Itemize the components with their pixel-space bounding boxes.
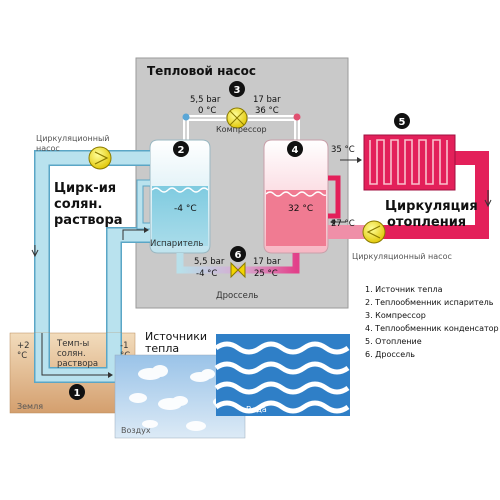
heating-pump-label: Циркуляционный насос bbox=[352, 252, 452, 261]
evaporator-temp-top: 0 °C bbox=[198, 106, 216, 116]
marker-6: 6 bbox=[230, 246, 246, 262]
brine-pump-label-line1: Циркуляционный bbox=[36, 134, 110, 143]
water-label: Вода bbox=[246, 405, 267, 414]
evaporator-pressure-bottom: 5,5 bar bbox=[194, 257, 225, 267]
condenser-pressure-bottom: 17 bar bbox=[253, 257, 281, 267]
heating-return-temp: 27 °C bbox=[331, 219, 355, 229]
evaporator-liquid bbox=[152, 186, 208, 246]
heating-loop-label-line2: отопления bbox=[387, 215, 466, 230]
evaporator-pressure-top: 5,5 bar bbox=[190, 95, 221, 105]
evaporator-temp: -4 °C bbox=[174, 204, 197, 214]
brine-loop-label-line2: солян. bbox=[54, 197, 102, 212]
compressor-label: Компрессор bbox=[216, 125, 267, 134]
condenser-liquid-surface bbox=[265, 191, 327, 197]
brine-flow-arrow-line bbox=[122, 229, 145, 240]
ground-brine-label-line2: солян. bbox=[57, 349, 86, 359]
compressor bbox=[226, 107, 248, 129]
brine-loop-label-line3: раствора bbox=[54, 213, 123, 228]
brine-flow-down-arrow bbox=[31, 245, 39, 258]
legend: 1. Источник тепла 2. Теплообменник испар… bbox=[365, 285, 499, 359]
brine-loop-label-line1: Цирк-ия bbox=[54, 181, 116, 196]
heating-flow-down-arrow bbox=[484, 190, 492, 208]
svg-text:5: 5 bbox=[399, 117, 406, 128]
legend-item-3: 3. Компрессор bbox=[365, 311, 426, 320]
throttle-valve-icon bbox=[230, 261, 246, 279]
svg-text:3: 3 bbox=[234, 85, 241, 96]
legend-item-5: 5. Отопление bbox=[365, 337, 422, 346]
marker-5: 5 bbox=[394, 113, 410, 129]
svg-text:6: 6 bbox=[235, 250, 242, 261]
legend-item-2: 2. Теплообменник испаритель bbox=[365, 298, 494, 307]
legend-item-1: 1. Источник тепла bbox=[365, 285, 443, 294]
brine-circulation-pump-icon bbox=[88, 146, 112, 170]
evaporator-label: Испаритель bbox=[150, 239, 203, 249]
heating-return-arrowhead bbox=[330, 219, 335, 225]
condenser-temp-top: 36 °C bbox=[255, 106, 279, 116]
condenser-temp-bottom: 25 °C bbox=[254, 269, 278, 279]
heat-sources-title-line1: Источники bbox=[145, 330, 207, 343]
ground-temp-right-line1: -1 bbox=[120, 341, 128, 351]
condenser-pressure-top: 17 bar bbox=[253, 95, 281, 105]
ground-label: Земля bbox=[17, 402, 43, 411]
ground-brine-label-line3: раствора bbox=[57, 359, 98, 369]
legend-item-4: 4. Теплообменник конденсатор bbox=[365, 324, 499, 333]
svg-text:1: 1 bbox=[74, 388, 81, 399]
heating-circulation-pump-icon bbox=[362, 220, 386, 244]
legend-item-6: 6. Дроссель bbox=[365, 350, 415, 359]
brine-flow-arrow-line bbox=[41, 333, 110, 376]
evaporator-outlet-dot bbox=[182, 113, 190, 121]
air-label: Воздух bbox=[121, 426, 151, 435]
condenser-tank bbox=[263, 139, 329, 254]
heat-pump-title: Тепловой насос bbox=[147, 64, 256, 78]
brine-flow-arrowhead bbox=[144, 227, 149, 233]
throttle-label: Дроссель bbox=[216, 291, 258, 301]
evaporator-tank bbox=[149, 139, 211, 254]
evaporator-temp-bottom: -4 °C bbox=[196, 269, 217, 279]
marker-1: 1 bbox=[69, 384, 85, 400]
condenser-inlet-dot bbox=[293, 113, 301, 121]
radiator bbox=[363, 134, 456, 191]
condenser-temp: 32 °C bbox=[288, 204, 313, 214]
compressor-blades bbox=[229, 110, 245, 126]
heating-supply-temp: 35 °C bbox=[331, 145, 355, 155]
heat-sources-title-line2: тепла bbox=[145, 342, 179, 355]
marker-2: 2 bbox=[173, 141, 189, 157]
svg-text:4: 4 bbox=[292, 145, 299, 156]
brine-flow-arrowhead bbox=[108, 372, 113, 378]
condenser-liquid bbox=[266, 190, 326, 246]
heating-flow-arrowhead bbox=[357, 157, 362, 163]
ground-temp-left-line2: °C bbox=[17, 351, 27, 361]
water-waves bbox=[214, 341, 350, 414]
ground-brine-label-line1: Темп-ы bbox=[56, 339, 89, 349]
heating-loop-label-line1: Циркуляция bbox=[385, 199, 478, 214]
brine-pump-label-line2: насос bbox=[36, 144, 60, 153]
svg-text:2: 2 bbox=[178, 145, 185, 156]
water-block bbox=[214, 334, 350, 416]
marker-3: 3 bbox=[229, 81, 245, 97]
marker-4: 4 bbox=[287, 141, 303, 157]
ground-temp-left-line1: +2 bbox=[17, 341, 30, 351]
evaporator-liquid-surface bbox=[151, 187, 209, 193]
